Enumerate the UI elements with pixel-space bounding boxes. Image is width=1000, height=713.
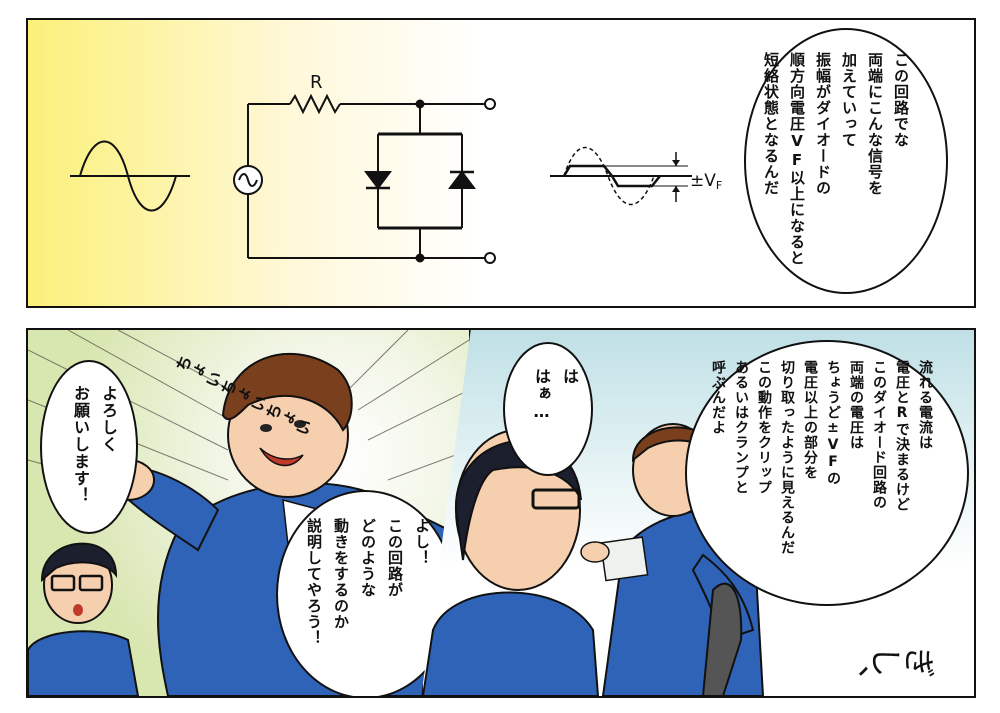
speech-text-junior-greeting: よろしく お願いします！ <box>71 385 118 504</box>
input-sine-wave-icon <box>70 140 190 212</box>
speech-text-senior-explain: よし！ この回路が どのような 動きをするのか 説明してやろう！ <box>305 518 431 646</box>
junior-small-figure <box>28 542 140 696</box>
speech-text-junior-ha: は はぁ… <box>532 368 579 422</box>
junior-hair <box>40 542 118 583</box>
diode-left-icon <box>364 171 392 190</box>
speech-bubble-circuit <box>744 28 948 294</box>
speech-bubble-junior-greeting <box>40 360 138 534</box>
clamp-voltage-label: ±VF <box>690 171 722 192</box>
speech-bubble-clamp-explain <box>685 340 969 606</box>
glasses-icon <box>50 574 76 592</box>
panel-senior-explains: ちょいちょいちょい よろしく お願いします！ よし！ この回路が どのような 動… <box>26 328 471 698</box>
circuit-paper-icon <box>599 536 649 582</box>
sound-effect-gishi: ぎし、 <box>836 640 936 679</box>
chair-icon <box>701 582 743 696</box>
speech-bubble-junior-ha <box>503 342 593 476</box>
speech-text-circuit: この回路でな 両端にこんな信号を 加えていって 振幅がダイオードの 順方向電圧V… <box>762 52 910 266</box>
speech-text-clamp-explain: 流れる電流は 電圧とRで決まるけど このダイオード回路の 両端の電圧は ちょうど… <box>710 360 933 555</box>
clipped-waveform-icon <box>550 146 692 206</box>
resistor-icon <box>289 93 341 115</box>
panel-clip-clamp-explained: は はぁ… 流れる電流は 電圧とRで決まるけど このダイオード回路の 両端の電圧… <box>421 328 976 698</box>
senior-hair <box>221 352 353 432</box>
diode-clipper-circuit <box>233 93 496 264</box>
resistor-label: R <box>310 72 323 93</box>
diode-right-icon <box>448 170 476 189</box>
panel-circuit-explanation: R ±VF この回路でな 両端にこんな信号を 加えていって 振幅がダイオードの … <box>26 18 976 308</box>
glasses-side-icon <box>531 488 581 510</box>
